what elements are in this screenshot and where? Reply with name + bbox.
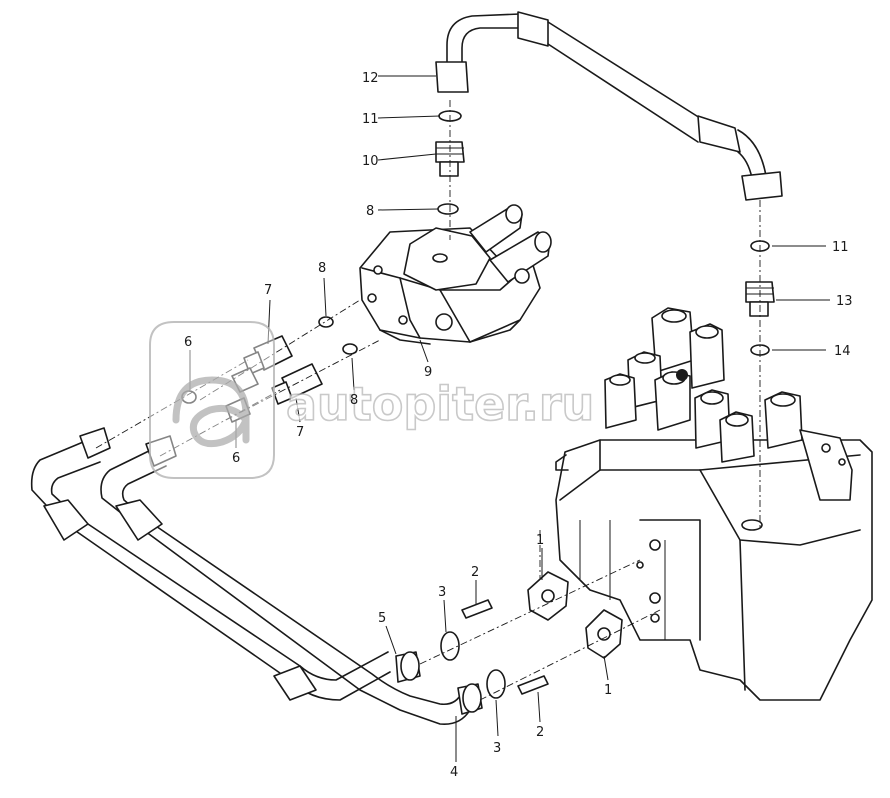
leader-lines [189, 75, 830, 762]
callout-5: 5 [378, 611, 386, 626]
watermark-text: autopiter.ru [286, 377, 594, 431]
callout-9: 9 [424, 365, 432, 380]
callout-7: 7 [264, 283, 272, 298]
callout-11: 11 [832, 240, 849, 255]
callout-1: 1 [536, 533, 544, 548]
callout-7: 7 [296, 425, 304, 440]
callout-labels: 12 11 10 8 11 13 14 8 7 6 9 8 7 6 1 2 3 … [184, 71, 853, 780]
callout-12: 12 [362, 71, 379, 86]
lower-hoses [30, 427, 483, 726]
callout-1: 1 [604, 683, 612, 698]
upper-return-pipe [435, 11, 783, 201]
callout-6: 6 [232, 451, 240, 466]
callout-10: 10 [362, 154, 379, 169]
callout-3: 3 [438, 585, 446, 600]
assembly-center-lines [95, 100, 761, 701]
callout-11: 11 [362, 112, 379, 127]
callout-4: 4 [450, 765, 458, 780]
watermark-logo-icon [149, 321, 275, 479]
watermark: autopiter.ru [149, 321, 595, 479]
callout-2: 2 [536, 725, 544, 740]
callout-3: 3 [493, 741, 501, 756]
valve-spool-caps [604, 307, 803, 463]
callout-8: 8 [366, 204, 374, 219]
callout-14: 14 [834, 344, 851, 359]
callout-8: 8 [350, 393, 358, 408]
callout-6: 6 [184, 335, 192, 350]
distributor-block [359, 204, 552, 345]
callout-13: 13 [836, 294, 853, 309]
control-valve-block [555, 307, 873, 701]
callout-8: 8 [318, 261, 326, 276]
callout-2: 2 [471, 565, 479, 580]
